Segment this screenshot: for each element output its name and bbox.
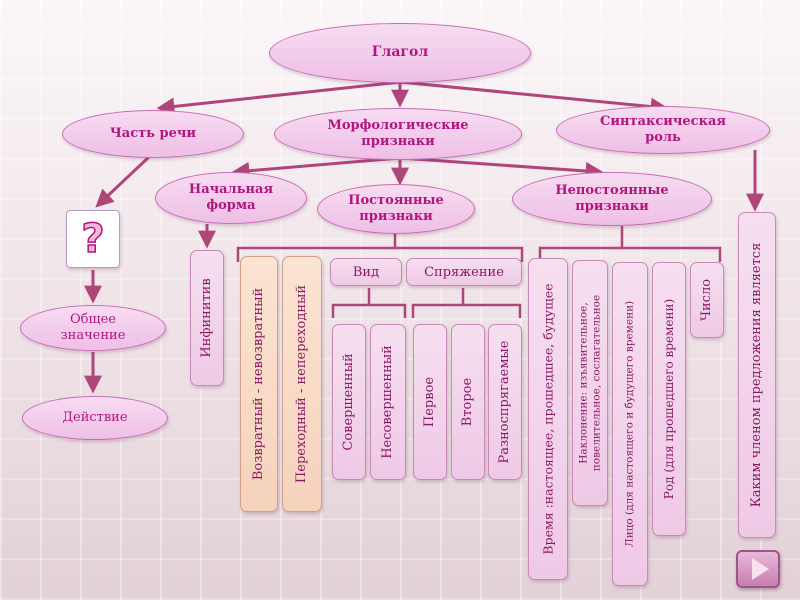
infinitive-box[interactable]: Инфинитив: [190, 250, 224, 386]
second-conj-label: Второе: [460, 377, 476, 427]
part-of-speech-label: Часть речи: [109, 125, 197, 141]
number-label: Число: [699, 278, 715, 322]
transitive-box[interactable]: Переходный - непереходный: [282, 256, 322, 512]
sentence-member-box[interactable]: Каким членом предложения является: [738, 212, 776, 538]
general-meaning-label: Общее значение: [60, 311, 126, 343]
mixed-conj-label: Разноспрягаемые: [497, 340, 513, 464]
second-conj-box[interactable]: Второе: [451, 324, 485, 480]
perfective-box[interactable]: Совершенный: [332, 324, 366, 480]
aspect-box[interactable]: Вид: [330, 258, 402, 286]
question-box[interactable]: ?: [66, 210, 120, 268]
question-mark-icon: ?: [81, 215, 106, 263]
verb-node[interactable]: Глагол: [269, 23, 531, 83]
tense-box[interactable]: Время :настоящее, прошедшее, будущее: [528, 258, 568, 580]
reflexive-label: Возвратный - невозвратный: [251, 287, 267, 481]
sentence-member-label: Каким членом предложения является: [749, 242, 765, 508]
play-triangle-icon: [751, 558, 769, 580]
transitive-label: Переходный - непереходный: [294, 284, 310, 484]
action-node[interactable]: Действие: [22, 396, 168, 440]
syntactic-role-label: Синтаксическая роль: [599, 113, 727, 145]
person-label: Лицо (для настоящего и будущего времени): [623, 300, 636, 548]
mixed-conj-box[interactable]: Разноспрягаемые: [488, 324, 522, 480]
variable-features-label: Непостоянные признаки: [555, 182, 669, 214]
mood-box[interactable]: Наклонение: изъявительное, повелительное…: [572, 260, 608, 506]
perfective-label: Совершенный: [341, 353, 357, 451]
imperfective-box[interactable]: Несовершенный: [370, 324, 406, 480]
action-label: Действие: [62, 409, 128, 425]
constant-features-label: Постоянные признаки: [348, 192, 444, 224]
conjugation-box[interactable]: Спряжение: [406, 258, 522, 286]
first-conj-box[interactable]: Первое: [413, 324, 447, 480]
conjugation-label: Спряжение: [424, 264, 504, 280]
gender-label: Род (для прошедшего времени): [661, 298, 676, 500]
mood-label: Наклонение: изъявительное, повелительное…: [577, 294, 602, 472]
syntactic-role-node[interactable]: Синтаксическая роль: [556, 106, 770, 154]
imperfective-label: Несовершенный: [380, 345, 396, 459]
gender-box[interactable]: Род (для прошедшего времени): [652, 262, 686, 536]
tense-label: Время :настоящее, прошедшее, будущее: [540, 283, 556, 555]
initial-form-node[interactable]: Начальная форма: [155, 172, 307, 224]
variable-features-node[interactable]: Непостоянные признаки: [512, 172, 712, 226]
aspect-label: Вид: [352, 264, 380, 280]
constant-features-node[interactable]: Постоянные признаки: [317, 184, 475, 234]
person-box[interactable]: Лицо (для настоящего и будущего времени): [612, 262, 648, 586]
morph-features-node[interactable]: Морфологические признаки: [274, 108, 522, 160]
part-of-speech-node[interactable]: Часть речи: [62, 110, 244, 158]
number-box[interactable]: Число: [690, 262, 724, 338]
initial-form-label: Начальная форма: [188, 181, 274, 213]
first-conj-label: Первое: [422, 376, 438, 428]
next-slide-button[interactable]: [736, 550, 780, 588]
infinitive-label: Инфинитив: [199, 278, 215, 358]
reflexive-box[interactable]: Возвратный - невозвратный: [240, 256, 278, 512]
verb-node-label: Глагол: [371, 44, 429, 61]
morph-features-label: Морфологические признаки: [327, 117, 469, 149]
general-meaning-node[interactable]: Общее значение: [20, 305, 166, 351]
